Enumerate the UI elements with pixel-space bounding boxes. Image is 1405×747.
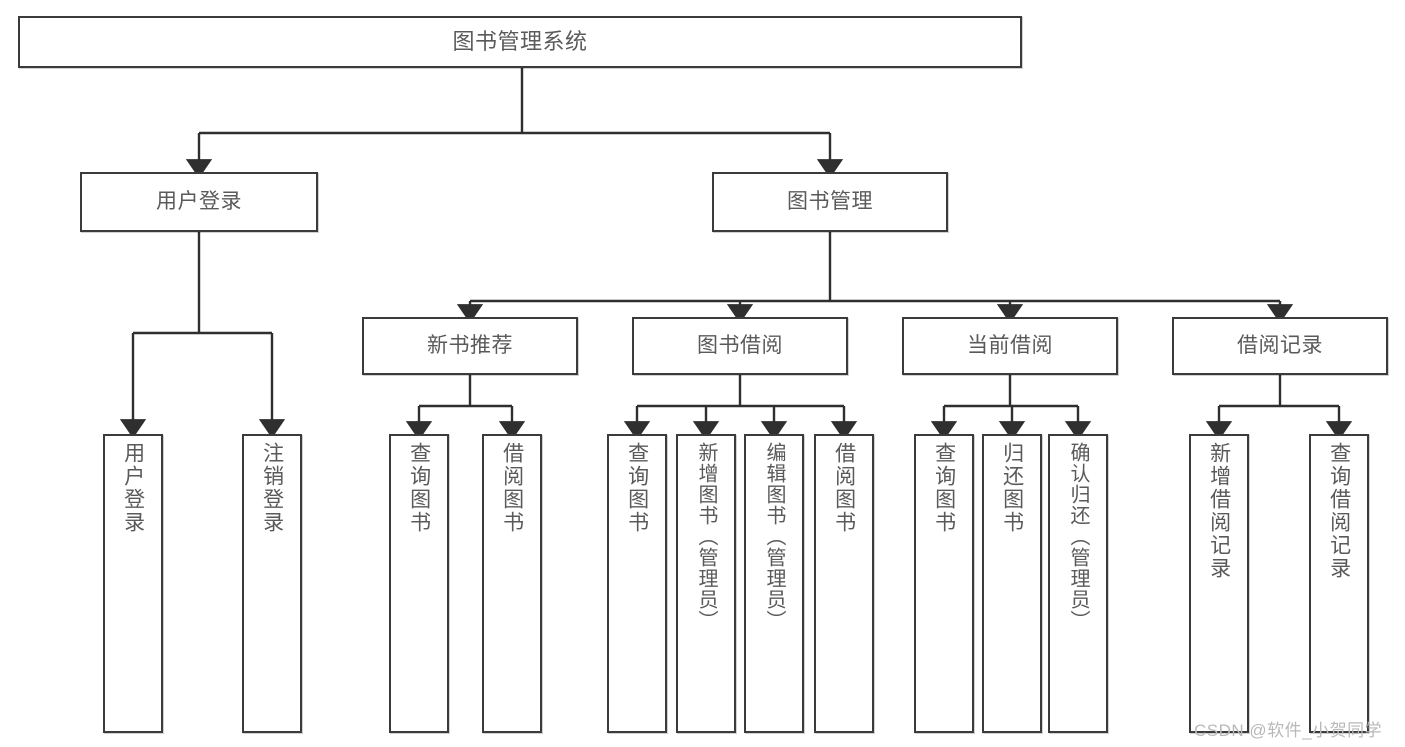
node-label: 图书管理系统	[452, 29, 588, 55]
node-leaf-query-book-1[interactable]: 查询图书	[389, 434, 449, 733]
node-label: 新增图书（管理员）	[695, 442, 717, 631]
node-label: 用户登录	[156, 189, 242, 213]
node-leaf-query-borrow-record[interactable]: 查询借阅记录	[1309, 434, 1369, 733]
node-leaf-edit-book[interactable]: 编辑图书（管理员）	[744, 434, 804, 733]
node-label: 借阅图书	[832, 442, 856, 534]
node-book-management[interactable]: 图书管理	[712, 172, 948, 232]
node-label: 新书推荐	[427, 333, 513, 357]
node-borrow-record[interactable]: 借阅记录	[1172, 317, 1388, 375]
node-leaf-borrow-book-2[interactable]: 借阅图书	[814, 434, 874, 733]
node-root-book-management-system[interactable]: 图书管理系统	[18, 16, 1022, 68]
node-label: 注销登录	[260, 442, 284, 534]
node-label: 借阅图书	[500, 442, 524, 534]
node-label: 图书管理	[787, 189, 873, 213]
node-label: 编辑图书（管理员）	[763, 442, 785, 631]
node-label: 借阅记录	[1237, 333, 1323, 357]
node-leaf-add-borrow-record[interactable]: 新增借阅记录	[1189, 434, 1249, 733]
node-label: 归还图书	[1000, 442, 1024, 534]
node-leaf-return-book[interactable]: 归还图书	[982, 434, 1042, 733]
node-label: 新增借阅记录	[1207, 442, 1231, 580]
csdn-watermark: CSDN @软件_小贺同学	[1194, 721, 1383, 740]
node-book-borrow[interactable]: 图书借阅	[632, 317, 848, 375]
node-leaf-query-book-3[interactable]: 查询图书	[914, 434, 974, 733]
node-label: 查询图书	[407, 442, 431, 534]
node-label: 查询借阅记录	[1327, 442, 1351, 580]
node-new-book-recommend[interactable]: 新书推荐	[362, 317, 578, 375]
node-label: 确认归还（管理员）	[1067, 442, 1089, 631]
node-leaf-logout-login[interactable]: 注销登录	[242, 434, 302, 733]
node-label: 图书借阅	[697, 333, 783, 357]
node-label: 用户登录	[121, 442, 145, 534]
node-current-borrow[interactable]: 当前借阅	[902, 317, 1118, 375]
node-leaf-confirm-return[interactable]: 确认归还（管理员）	[1048, 434, 1108, 733]
node-user-login[interactable]: 用户登录	[80, 172, 318, 232]
node-label: 查询图书	[625, 442, 649, 534]
node-leaf-borrow-book-1[interactable]: 借阅图书	[482, 434, 542, 733]
node-label: 查询图书	[932, 442, 956, 534]
node-leaf-user-login[interactable]: 用户登录	[103, 434, 163, 733]
node-label: 当前借阅	[967, 333, 1053, 357]
node-leaf-add-book[interactable]: 新增图书（管理员）	[676, 434, 736, 733]
node-leaf-query-book-2[interactable]: 查询图书	[607, 434, 667, 733]
